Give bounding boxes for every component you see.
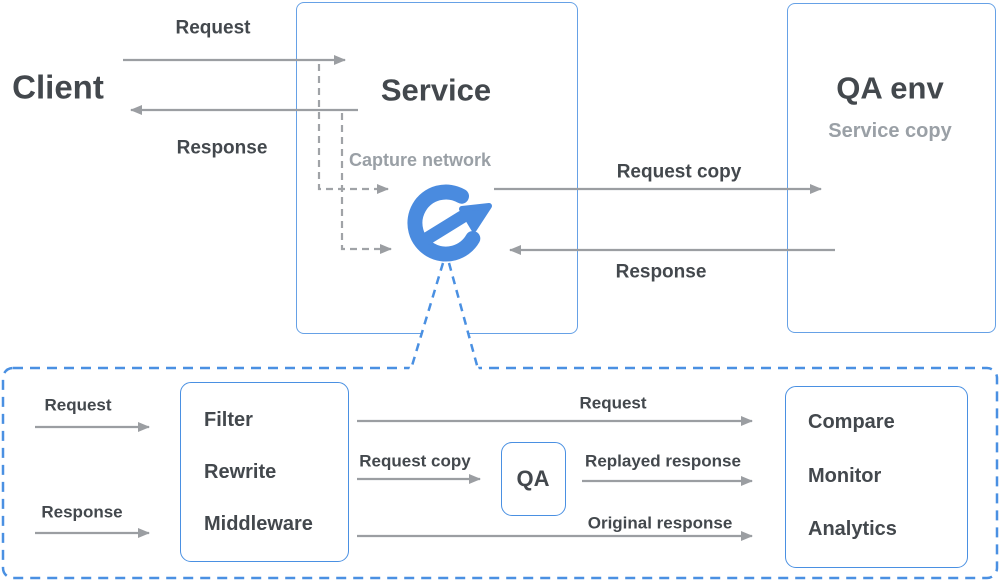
detail-original-response-label: Original response <box>587 513 733 533</box>
detail-request-flow-label: Request <box>579 393 647 413</box>
qa-response-arrow-label: Response <box>615 261 707 283</box>
request-copy-arrow-label: Request copy <box>616 161 742 183</box>
response-arrow-label: Response <box>176 137 268 159</box>
processor-item-rewrite: Rewrite <box>204 461 277 483</box>
processor-item-middleware: Middleware <box>204 513 313 535</box>
processor-item-filter: Filter <box>204 409 253 431</box>
request-arrow-label: Request <box>175 17 251 39</box>
qa-env-box <box>787 3 996 333</box>
qa-env-box-subtitle: Service copy <box>828 120 952 142</box>
capture-network-label: Capture network <box>348 150 492 170</box>
outputs-item-monitor: Monitor <box>808 465 882 487</box>
detail-response-in-label: Response <box>41 502 123 522</box>
outputs-item-compare: Compare <box>808 411 895 433</box>
outputs-item-analytics: Analytics <box>808 518 897 540</box>
detail-replayed-response-label: Replayed response <box>585 451 741 471</box>
client-node-label: Client <box>12 68 104 106</box>
detail-request-in-label: Request <box>44 395 112 415</box>
service-box-title: Service <box>380 72 492 108</box>
qa-node-label: QA <box>516 466 550 491</box>
detail-request-copy-label: Request copy <box>359 451 471 471</box>
qa-env-box-title: QA env <box>836 70 944 106</box>
